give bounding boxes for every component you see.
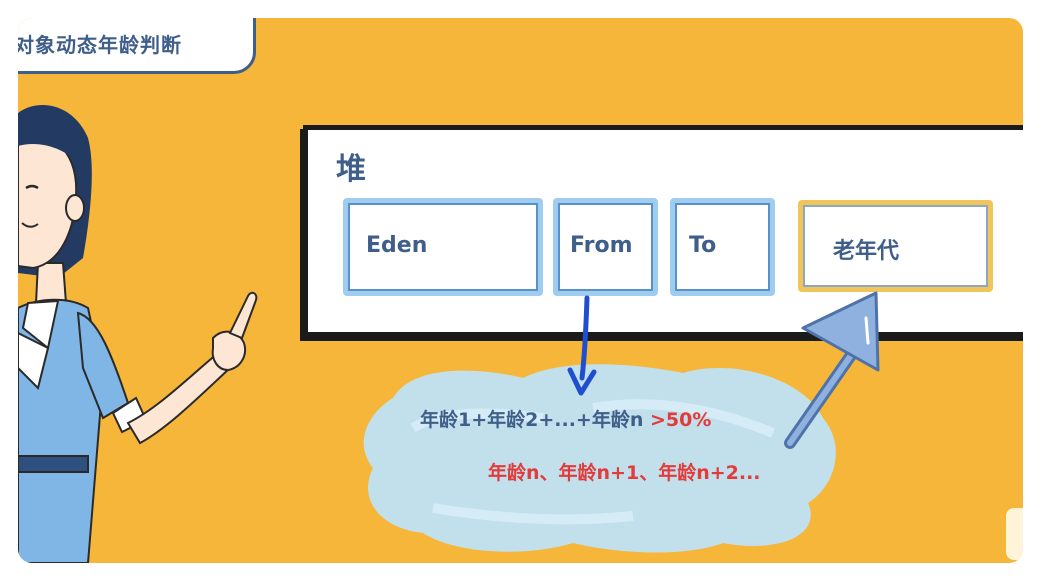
threshold-text: >50% bbox=[643, 409, 712, 431]
presenter-illustration bbox=[18, 105, 258, 563]
age-sum-condition: 年龄1+年龄2+...+年龄n >50% bbox=[420, 405, 711, 432]
age-sum-text: 年龄1+年龄2+...+年龄n bbox=[420, 409, 644, 431]
promoted-ages: 年龄n、年龄n+1、年龄n+2... bbox=[488, 462, 761, 484]
region-from-label: From bbox=[570, 233, 633, 258]
heap-label: 堆 bbox=[336, 152, 366, 187]
region-eden: Eden bbox=[343, 198, 543, 296]
region-old-label: 老年代 bbox=[833, 239, 900, 264]
region-eden-label: Eden bbox=[366, 233, 428, 258]
region-to: To bbox=[670, 198, 775, 296]
region-to-label: To bbox=[689, 233, 717, 258]
heap-panel: 堆 Eden From To 老年代 bbox=[303, 125, 1023, 337]
corner-tab bbox=[1006, 508, 1023, 560]
region-old-generation: 老年代 bbox=[798, 200, 993, 292]
region-from: From bbox=[553, 198, 658, 296]
slide-frame: 对象动态年龄判断 堆 Eden bbox=[18, 18, 1023, 563]
slide-title: 对象动态年龄判断 bbox=[18, 33, 182, 57]
highlight-cloud bbox=[363, 364, 836, 553]
title-box: 对象动态年龄判断 bbox=[18, 18, 256, 74]
